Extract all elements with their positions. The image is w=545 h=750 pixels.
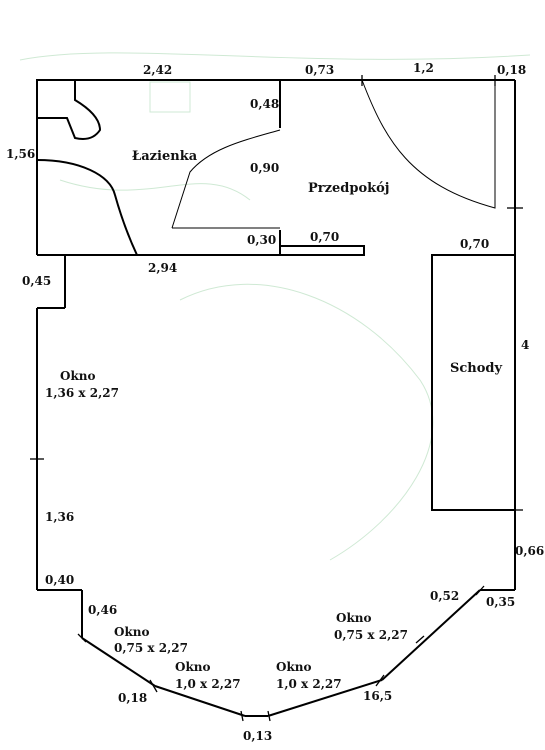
dim-left-notch: 0,45	[22, 274, 51, 288]
background-watermark	[19, 52, 531, 561]
dim-top-hall-left: 0,73	[305, 63, 334, 77]
window-label-bay-1: Okno 0,75 x 2,27	[114, 625, 188, 655]
dim-bath-door-width: 0,90	[250, 161, 279, 175]
room-label-bathroom: Łazienka	[132, 149, 198, 164]
door-swings	[171, 79, 496, 229]
window-size: 1,0 x 2,27	[276, 677, 342, 691]
window-size: 1,36 x 2,27	[45, 386, 119, 400]
window-size: 0,75 x 2,27	[334, 628, 408, 642]
dim-bath-door-bottom: 0,30	[247, 233, 276, 247]
dim-bay-center: 0,13	[243, 729, 272, 743]
dim-top-hall-mid: 1,2	[413, 61, 434, 75]
window-label: Okno	[60, 369, 96, 383]
window-label: Okno	[114, 625, 150, 639]
dim-top-bath-width: 2,42	[143, 63, 172, 77]
room-label-hallway: Przedpokój	[308, 181, 390, 196]
window-label: Okno	[276, 660, 312, 674]
dim-bottom-left-step: 0,40	[45, 573, 74, 587]
dim-bath-door-top: 0,48	[250, 97, 279, 111]
dim-left-lower: 1,36	[45, 510, 74, 524]
window-size: 1,0 x 2,27	[175, 677, 241, 691]
window-label: Okno	[336, 611, 372, 625]
dim-bath-bottom: 2,94	[148, 261, 177, 275]
window-label-bay-4: Okno 0,75 x 2,27	[334, 611, 408, 642]
dim-bay-right-step: 0,35	[486, 595, 515, 609]
interior-walls	[37, 80, 365, 256]
bay-window-walls	[81, 589, 515, 717]
dim-stairs-top: 0,70	[460, 237, 489, 251]
dim-hall-partition: 0,70	[310, 230, 339, 244]
window-label-left: Okno 1,36 x 2,27	[45, 369, 119, 400]
window-label-bay-2: Okno 1,0 x 2,27	[175, 660, 241, 691]
dim-bay-left-first: 0,46	[88, 603, 117, 617]
window-size: 0,75 x 2,27	[114, 641, 188, 655]
window-label: Okno	[175, 660, 211, 674]
bathroom-fixtures	[36, 79, 191, 256]
dim-bath-height: 1,56	[6, 147, 35, 161]
dimension-ticks	[30, 75, 523, 722]
room-label-stairs: Schody	[450, 361, 503, 376]
dim-bay-left-bottom: 0,18	[118, 691, 147, 705]
window-label-bay-3: Okno 1,0 x 2,27	[276, 660, 342, 691]
dim-bay-right-upper: 0,52	[430, 589, 459, 603]
dim-right-lower: 0,66	[515, 544, 544, 558]
dim-right-side: 4	[521, 338, 529, 352]
stairs	[431, 254, 516, 511]
dim-top-hall-right: 0,18	[497, 63, 526, 77]
dim-bay-right-bottom: 16,5	[363, 689, 392, 703]
